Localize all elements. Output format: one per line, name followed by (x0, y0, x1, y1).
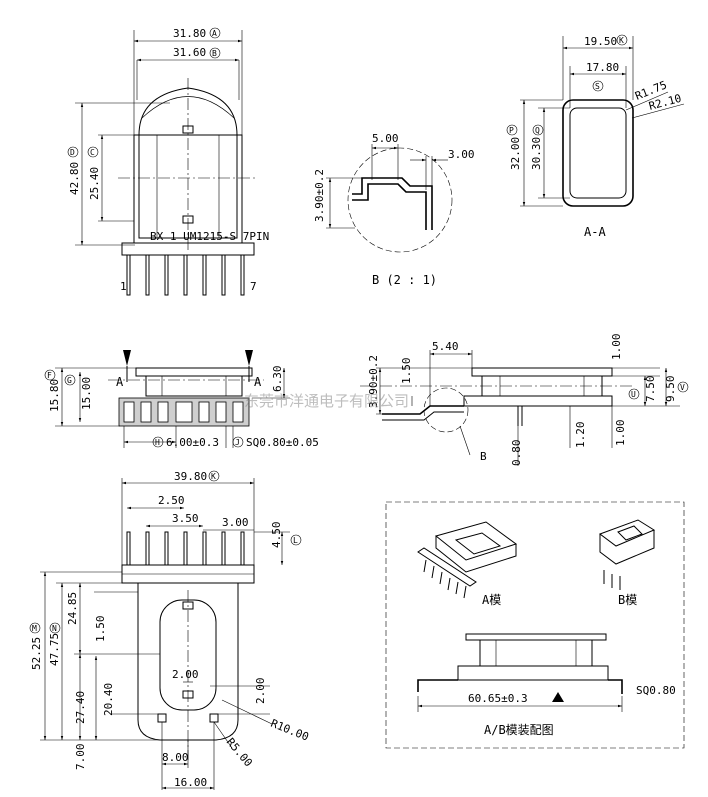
dim-2-00-side: 2.00 (254, 678, 267, 705)
dim-6-00: 6.00±0.3 (166, 436, 219, 449)
dim-9-50: 9.50 (664, 376, 677, 403)
dim-30-30: 30.30 (530, 137, 543, 170)
marker-h: H (155, 438, 160, 447)
dim-31-80: 31.80 (173, 27, 206, 40)
detail-b: 5.00 3.00 3.90±0.2 B (2 : 1) (313, 132, 475, 287)
dim-1-00-bottom: 1.00 (614, 420, 627, 447)
section-marker-a-left: A (116, 375, 124, 389)
dim-17-80: 17.80 (586, 61, 619, 74)
section-marker-a-right: A (254, 375, 262, 389)
mold-a-label: A模 (482, 593, 501, 607)
marker-k: K (619, 36, 624, 45)
dim-20-40: 20.40 (102, 683, 115, 716)
top-pins (126, 254, 245, 296)
detail-ref-b: B (480, 450, 487, 463)
dim-r5-00: R5.00 (224, 736, 255, 770)
marker-g: G (67, 376, 72, 385)
marker-m: M (32, 624, 37, 633)
dim-25-40: 25.40 (88, 167, 101, 200)
dim-7-50: 7.50 (644, 376, 657, 403)
pin-1-label: 1 (120, 280, 127, 293)
part-label-text: BX 1 UM1215-S 7PIN (150, 230, 269, 243)
dim-5-40: 5.40 (432, 340, 459, 353)
marker-j: J (235, 438, 240, 447)
assembly-caption: A/B模装配图 (484, 723, 554, 737)
watermark: 东莞市洋通电子有限公司 (244, 392, 409, 410)
dim-8-00: 8.00 (162, 751, 189, 764)
dim-side-3-90: 3.90±0.2 (367, 355, 380, 408)
pin-7-label: 7 (250, 280, 257, 293)
front-view: A A 15.80 F 15.00 G 6.30 H 6.00±0.3 J SQ… (44, 350, 319, 449)
marker-q: Q (535, 126, 540, 135)
marker-d: D (70, 148, 75, 157)
dim-7-00: 7.00 (74, 744, 87, 771)
side-view: B 3.90±0.2 5.40 1.50 1.00 7.50 U 9.50 V (360, 334, 689, 467)
dim-31-60: 31.60 (173, 46, 206, 59)
dim-1-50: 1.50 (400, 358, 413, 385)
marker-n: N (52, 624, 57, 633)
dim-3-00-bottom: 3.00 (222, 516, 249, 529)
detail-b-caption: B (2 : 1) (372, 273, 437, 287)
marker-l: L (293, 536, 298, 545)
dim-1-20: 1.20 (574, 422, 587, 449)
marker-c: C (90, 148, 95, 157)
dim-15-00: 15.00 (80, 377, 93, 410)
dim-52-25: 52.25 (30, 637, 43, 670)
dim-6-30: 6.30 (271, 366, 284, 393)
marker-p: P (509, 126, 514, 135)
dim-sq0-80: SQ0.80±0.05 (246, 436, 319, 449)
dim-16-00: 16.00 (174, 776, 207, 789)
dim-24-85: 24.85 (66, 592, 79, 625)
dim-15-80: 15.80 (48, 379, 61, 412)
dim-3-90: 3.90±0.2 (313, 169, 326, 222)
mold-b-illustration (598, 519, 656, 590)
dim-47-75: 47.75 (48, 633, 61, 666)
dim-19-50: 19.50 (584, 35, 617, 48)
dim-39-80: 39.80 (174, 470, 207, 483)
bottom-view: 39.80 K 2.50 3.50 3.00 4.50 L 52.25 M 47… (29, 470, 311, 790)
dim-0-80: 0.80 (510, 440, 523, 467)
top-view: BX 1 UM1215-S 7PIN 1 7 31.80 A 31.60 B (67, 27, 269, 296)
marker-u: U (631, 390, 636, 399)
marker-s: S (595, 82, 600, 91)
dim-5-00: 5.00 (372, 132, 399, 145)
assembly-panel: A模 B模 60.65±0.3 SQ0.80 A/B模装配图 (385, 501, 685, 749)
marker-f: F (47, 371, 52, 380)
dim-2-00-slot: 2.00 (172, 668, 199, 681)
section-a-a-caption: A-A (584, 225, 606, 239)
dim-27-40: 27.40 (74, 691, 87, 724)
marker-k-bottom: K (211, 472, 216, 481)
assembly-dim: 60.65±0.3 (468, 692, 528, 705)
dim-4-50: 4.50 (270, 522, 283, 549)
marker-v: V (680, 383, 685, 392)
dim-42-80: 42.80 (68, 162, 81, 195)
mold-b-label: B模 (618, 593, 637, 607)
section-a-a: 19.50 K 17.80 S 32.00 P 30.30 Q R1.75 R2… (506, 34, 685, 239)
dim-2-50: 2.50 (158, 494, 185, 507)
assembly-side-illustration (417, 633, 623, 712)
assembly-sq: SQ0.80 (636, 684, 676, 697)
dim-1-00-top: 1.00 (610, 334, 623, 361)
dim-3-50: 3.50 (172, 512, 199, 525)
mold-a-illustration (417, 521, 518, 599)
marker-a: A (212, 29, 217, 38)
dim-r10-00: R10.00 (269, 717, 311, 744)
front-pin-slots (123, 401, 244, 423)
dim-32-00: 32.00 (509, 137, 522, 170)
marker-b: B (212, 49, 217, 58)
dim-1-50-bottom: 1.50 (94, 616, 107, 643)
dim-3-00: 3.00 (448, 148, 475, 161)
bottom-pins (126, 531, 245, 566)
